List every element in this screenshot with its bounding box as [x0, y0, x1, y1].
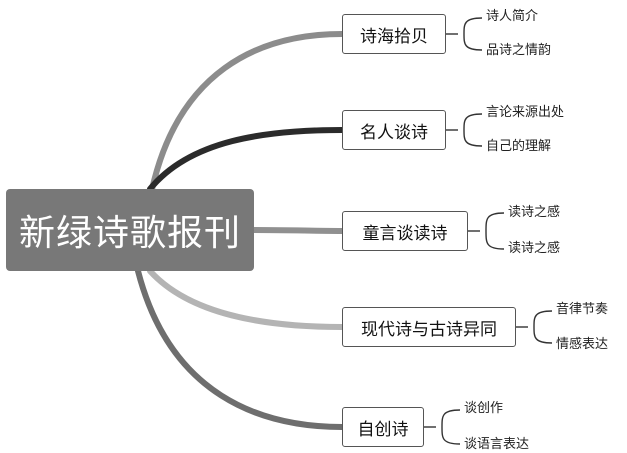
- branch-topic-4: 现代诗与古诗异同: [342, 307, 516, 347]
- branch-topic-label: 自创诗: [357, 419, 409, 440]
- leaf-topic-3-1: 读诗之感: [508, 205, 561, 220]
- root-topic: 新绿诗歌报刊: [6, 189, 254, 271]
- branch-topic-5: 自创诗: [342, 407, 424, 447]
- connector-branch-4: [147, 268, 345, 330]
- branch-topic-2: 名人谈诗: [342, 110, 446, 150]
- connector-branch-5: [135, 268, 345, 430]
- leaf-topic-4-2: 情感表达: [556, 337, 609, 352]
- leaf-topic-5-1: 谈创作: [464, 401, 504, 416]
- connector-branch-1: [147, 31, 345, 202]
- branch-topic-label: 童言谈读诗: [362, 223, 448, 244]
- bracket-branch-4: [516, 310, 553, 344]
- branch-topic-label: 名人谈诗: [360, 122, 428, 143]
- bracket-branch-2: [446, 113, 483, 147]
- connector-branch-3: [251, 227, 345, 234]
- leaf-topic-5-2: 谈语言表达: [464, 437, 530, 452]
- leaf-topic-3-2: 读诗之感: [508, 241, 561, 256]
- branch-topic-label: 现代诗与古诗异同: [361, 319, 497, 340]
- bracket-branch-3: [468, 212, 505, 250]
- connector-branch-2: [147, 127, 345, 192]
- root-topic-label: 新绿诗歌报刊: [18, 213, 241, 254]
- branch-topic-3: 童言谈读诗: [342, 211, 468, 251]
- leaf-topic-1-2: 品诗之情韵: [486, 43, 552, 58]
- leaf-topic-4-1: 音律节奏: [556, 302, 609, 317]
- leaf-topic-2-2: 自己的理解: [486, 139, 552, 154]
- bracket-branch-5: [424, 409, 461, 445]
- branch-topic-1: 诗海拾贝: [342, 14, 446, 54]
- leaf-topic-1-1: 诗人简介: [486, 9, 539, 24]
- branch-topic-label: 诗海拾贝: [360, 26, 428, 47]
- bracket-branch-1: [446, 17, 483, 51]
- leaf-topic-2-1: 言论来源出处: [486, 105, 565, 120]
